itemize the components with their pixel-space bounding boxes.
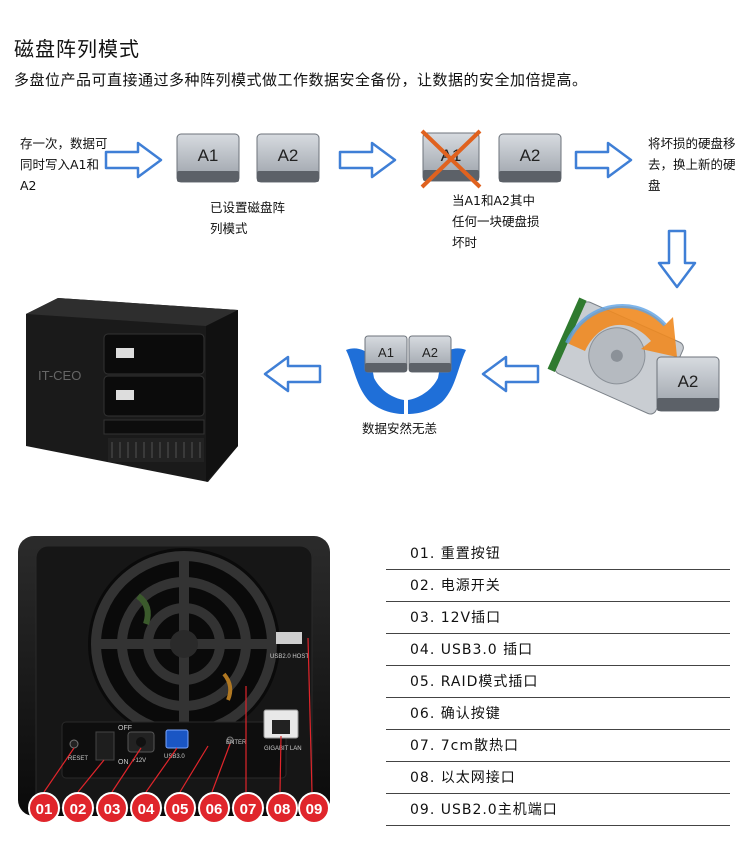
step5-caption: 数据安然无恙 — [362, 421, 438, 436]
page-subtitle: 多盘位产品可直接通过多种阵列模式做工作数据安全备份，让数据的安全加倍提高。 — [14, 71, 588, 89]
legend-item: 09. USB2.0主机端口 — [386, 794, 730, 826]
drive-replace-icon — [547, 297, 684, 415]
svg-text:ON: ON — [118, 759, 129, 766]
hard-drive-a1-icon: A1 — [364, 335, 408, 373]
device-back-panel: RESET OFF ON +12V USB3.0 ENTER GIGABIT L… — [18, 536, 330, 828]
badge-05: 05 — [164, 792, 196, 824]
arrow-left-icon — [481, 355, 540, 393]
svg-text:A2: A2 — [520, 146, 541, 165]
svg-text:A1: A1 — [441, 146, 462, 165]
page-title: 磁盘阵列模式 — [14, 37, 140, 61]
badge-08: 08 — [266, 792, 298, 824]
step3-caption: 当A1和A2其中任何一块硬盘损坏时 — [452, 193, 540, 250]
hard-drive-a2-icon: A2 — [656, 356, 720, 412]
badge-09: 09 — [298, 792, 330, 824]
svg-text:A2: A2 — [422, 345, 438, 360]
badge-01: 01 — [28, 792, 60, 824]
badge-07: 07 — [232, 792, 264, 824]
step1-caption: 存一次，数据可同时写入A1和A2 — [20, 136, 108, 193]
disk-a2-label: A2 — [278, 146, 299, 165]
legend-item: 04. USB3.0 插口 — [386, 634, 730, 666]
arrow-down-icon — [657, 229, 697, 289]
device-front-image: IT-CEO — [26, 298, 238, 482]
hard-drive-a2-icon: A2 — [256, 133, 320, 183]
legend-item: 07. 7cm散热口 — [386, 730, 730, 762]
broken-drive-icon: A1 — [420, 129, 482, 189]
brand-logo: IT-CEO — [38, 368, 81, 383]
svg-text:USB2.0 HOST: USB2.0 HOST — [270, 654, 309, 660]
legend-item: 06. 确认按键 — [386, 698, 730, 730]
legend-item: 05. RAID模式插口 — [386, 666, 730, 698]
arrow-right-icon — [338, 141, 397, 179]
svg-text:ENTER: ENTER — [226, 740, 247, 746]
arrow-right-icon — [104, 141, 163, 179]
svg-text:A2: A2 — [678, 372, 699, 391]
hard-drive-a1-icon: A1 — [176, 133, 240, 183]
legend-item: 08. 以太网接口 — [386, 762, 730, 794]
hard-drive-a2-icon: A2 — [498, 133, 562, 183]
svg-text:+12V: +12V — [132, 758, 146, 764]
svg-text:A1: A1 — [378, 345, 394, 360]
badge-06: 06 — [198, 792, 230, 824]
legend-item: 01. 重置按钮 — [386, 538, 730, 570]
svg-text:GIGABIT LAN: GIGABIT LAN — [264, 746, 302, 752]
arrow-right-icon — [574, 141, 633, 179]
step2-caption: 已设置磁盘阵列模式 — [210, 200, 286, 236]
badge-04: 04 — [130, 792, 162, 824]
badge-02: 02 — [62, 792, 94, 824]
legend-item: 03. 12V插口 — [386, 602, 730, 634]
hard-drive-a2-icon: A2 — [408, 335, 452, 373]
badge-03: 03 — [96, 792, 128, 824]
svg-text:OFF: OFF — [118, 725, 132, 732]
svg-text:USB3.0: USB3.0 — [164, 754, 185, 760]
arrow-left-icon — [263, 355, 322, 393]
svg-text:RESET: RESET — [68, 756, 88, 762]
disk-a1-label: A1 — [198, 146, 219, 165]
legend-item: 02. 电源开关 — [386, 570, 730, 602]
step4-caption: 将坏损的硬盘移去，换上新的硬盘 — [648, 136, 736, 193]
